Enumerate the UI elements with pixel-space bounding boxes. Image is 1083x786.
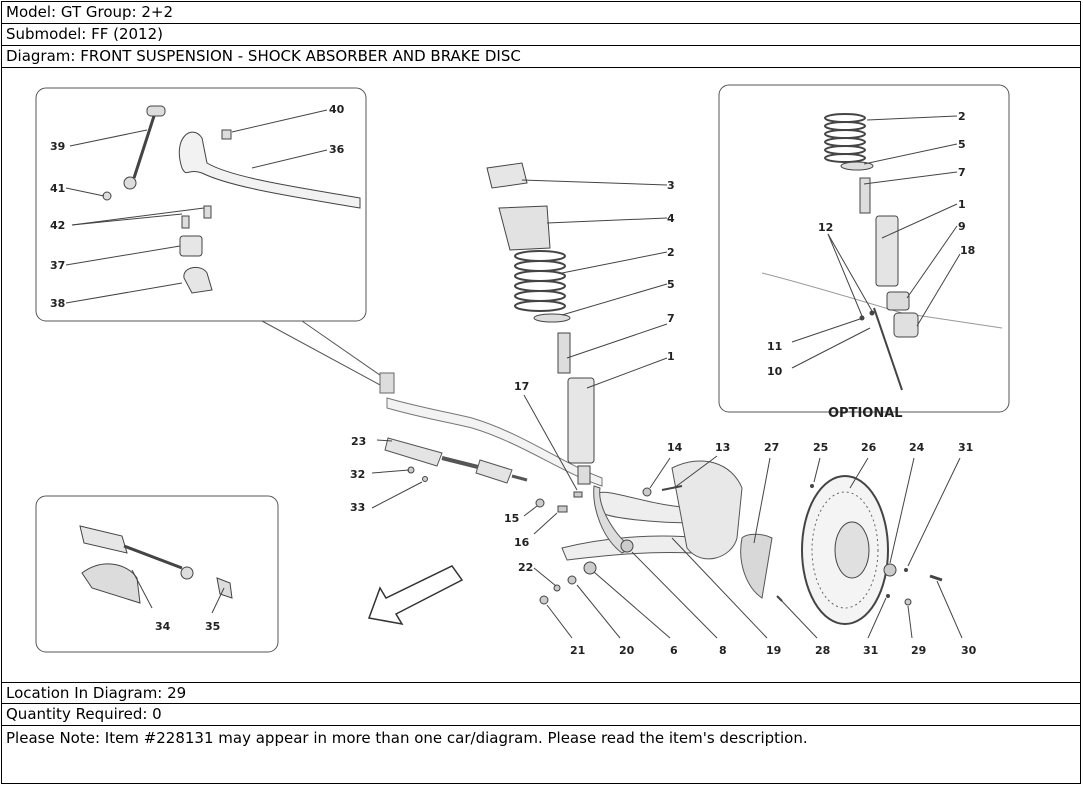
callout-41: 41 <box>50 182 65 195</box>
stabilizer-bar-inset <box>35 87 388 387</box>
callout-40: 40 <box>329 103 345 116</box>
submodel-line: Submodel: FF (2012) <box>2 24 1080 46</box>
callout-5: 5 <box>667 278 675 291</box>
callout-19: 19 <box>766 644 781 657</box>
main-stabilizer-bar <box>379 372 603 487</box>
callout-23: 23 <box>351 435 366 448</box>
callout-7: 7 <box>667 312 675 325</box>
callout-opt-9: 9 <box>958 220 966 233</box>
callout-6: 6 <box>670 644 678 657</box>
callout-28: 28 <box>815 644 830 657</box>
callout-34: 34 <box>155 620 171 633</box>
callout-31-bottom: 31 <box>863 644 878 657</box>
diagram-title: Diagram: FRONT SUSPENSION - SHOCK ABSORB… <box>2 46 1080 68</box>
callout-22: 22 <box>518 561 533 574</box>
callout-2: 2 <box>667 246 675 259</box>
drive-shaft <box>384 437 528 484</box>
model-line: Model: GT Group: 2+2 <box>2 2 1080 24</box>
callout-21: 21 <box>570 644 585 657</box>
callout-14: 14 <box>667 441 683 454</box>
callout-30: 30 <box>961 644 977 657</box>
direction-arrow <box>367 565 464 626</box>
callout-8: 8 <box>719 644 727 657</box>
callout-26: 26 <box>861 441 877 454</box>
steering-inset <box>35 495 279 653</box>
callout-opt-2: 2 <box>958 110 966 123</box>
callout-13: 13 <box>715 441 730 454</box>
callout-opt-11: 11 <box>767 340 782 353</box>
optional-label: OPTIONAL <box>828 406 903 421</box>
callout-opt-12: 12 <box>818 221 833 234</box>
knuckle-and-arms <box>535 460 743 605</box>
callout-25: 25 <box>813 441 828 454</box>
callout-1: 1 <box>667 350 675 363</box>
callout-39: 39 <box>50 140 65 153</box>
callout-27: 27 <box>764 441 779 454</box>
callout-24: 24 <box>909 441 925 454</box>
callout-opt-5: 5 <box>958 138 966 151</box>
callout-15: 15 <box>504 512 519 525</box>
location-in-diagram: Location In Diagram: 29 <box>2 682 1080 704</box>
callout-16: 16 <box>514 536 530 549</box>
callout-29: 29 <box>911 644 926 657</box>
quantity-required: Quantity Required: 0 <box>2 704 1080 726</box>
callout-opt-1: 1 <box>958 198 966 211</box>
callout-36: 36 <box>329 143 345 156</box>
shock-absorber-stack <box>486 162 595 485</box>
brake-shield <box>740 533 773 599</box>
callout-opt-7: 7 <box>958 166 966 179</box>
callout-4: 4 <box>667 212 675 225</box>
callout-opt-18: 18 <box>960 244 975 257</box>
callout-42: 42 <box>50 219 65 232</box>
callout-33: 33 <box>350 501 365 514</box>
leader-lines <box>65 109 963 639</box>
callout-32: 32 <box>350 468 365 481</box>
callout-31-top: 31 <box>958 441 973 454</box>
callout-37: 37 <box>50 259 65 272</box>
please-note: Please Note: Item #228131 may appear in … <box>6 729 808 747</box>
callout-38: 38 <box>50 297 65 310</box>
brake-disc <box>776 475 943 625</box>
exploded-parts-diagram: 39 41 42 37 38 40 36 34 35 3 4 2 5 7 1 1… <box>2 68 1080 682</box>
callout-opt-10: 10 <box>767 365 783 378</box>
callout-3: 3 <box>667 179 675 192</box>
callout-35: 35 <box>205 620 220 633</box>
callout-20: 20 <box>619 644 635 657</box>
callout-17: 17 <box>514 380 529 393</box>
